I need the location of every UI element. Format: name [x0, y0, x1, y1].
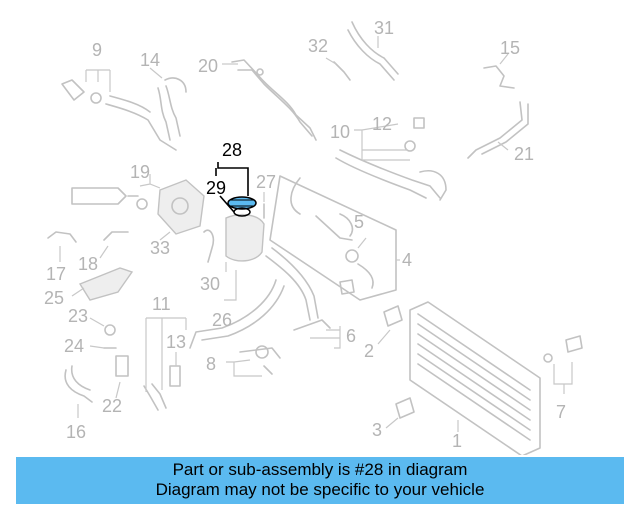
callout-24: 24 — [64, 336, 84, 356]
hose-26 — [189, 247, 319, 349]
callout-33: 33 — [150, 238, 170, 258]
housing-19-33 — [71, 179, 205, 235]
callout-9: 9 — [92, 40, 102, 60]
radiator — [383, 301, 583, 455]
reservoir-cap-28[interactable] — [227, 196, 257, 217]
hose-assembly-9-14 — [61, 77, 187, 151]
hose-group-10-12 — [335, 117, 447, 201]
callout-26: 26 — [212, 310, 232, 330]
callout-14: 14 — [140, 50, 160, 70]
leader-lines — [59, 36, 573, 432]
leader-28 — [215, 162, 249, 213]
callout-19: 19 — [130, 162, 150, 182]
hoses-15-21 — [467, 65, 529, 159]
hoses-31-32 — [333, 21, 399, 81]
callout-15: 15 — [500, 38, 520, 58]
callout-13: 13 — [166, 332, 186, 352]
callout-31: 31 — [374, 18, 394, 38]
small-hoses-17-18 — [47, 231, 129, 243]
pipes-6-8 — [239, 319, 331, 375]
callout-4: 4 — [402, 250, 412, 270]
center-hoses — [263, 175, 397, 301]
callout-23: 23 — [68, 306, 88, 326]
banner-line-2: Diagram may not be specific to your vehi… — [155, 480, 485, 499]
callout-20: 20 — [198, 56, 218, 76]
callout-10: 10 — [330, 122, 350, 142]
callout-6: 6 — [346, 326, 356, 346]
callout-22: 22 — [102, 396, 122, 416]
pipe-20 — [231, 59, 317, 141]
callout-21: 21 — [514, 144, 534, 164]
expansion-tank — [203, 213, 265, 263]
callout-11: 11 — [152, 294, 171, 314]
bracket-25 — [78, 267, 134, 301]
callout-30: 30 — [200, 274, 220, 294]
callout-2: 2 — [364, 341, 374, 361]
callout-27: 27 — [256, 172, 276, 192]
callout-7: 7 — [556, 402, 566, 422]
callout-25: 25 — [44, 288, 64, 308]
callout-17: 17 — [46, 264, 66, 284]
callout-8: 8 — [206, 354, 216, 374]
callout-5: 5 — [354, 212, 364, 232]
callout-16: 16 — [66, 422, 86, 442]
callout-29: 29 — [206, 178, 226, 198]
callout-12: 12 — [372, 114, 392, 134]
callout-1: 1 — [452, 431, 462, 451]
callout-18: 18 — [78, 254, 98, 274]
callout-3: 3 — [372, 420, 382, 440]
parts-diagram: 1 2 3 4 5 6 7 8 9 10 11 12 13 14 15 16 1… — [44, 18, 583, 455]
callout-numbers: 1 2 3 4 5 6 7 8 9 10 11 12 13 14 15 16 1… — [44, 18, 566, 451]
callout-32: 32 — [308, 36, 328, 56]
banner-line-1: Part or sub-assembly is #28 in diagram — [172, 460, 468, 479]
info-banner: Part or sub-assembly is #28 in diagram D… — [16, 457, 624, 504]
callout-28: 28 — [222, 140, 242, 160]
